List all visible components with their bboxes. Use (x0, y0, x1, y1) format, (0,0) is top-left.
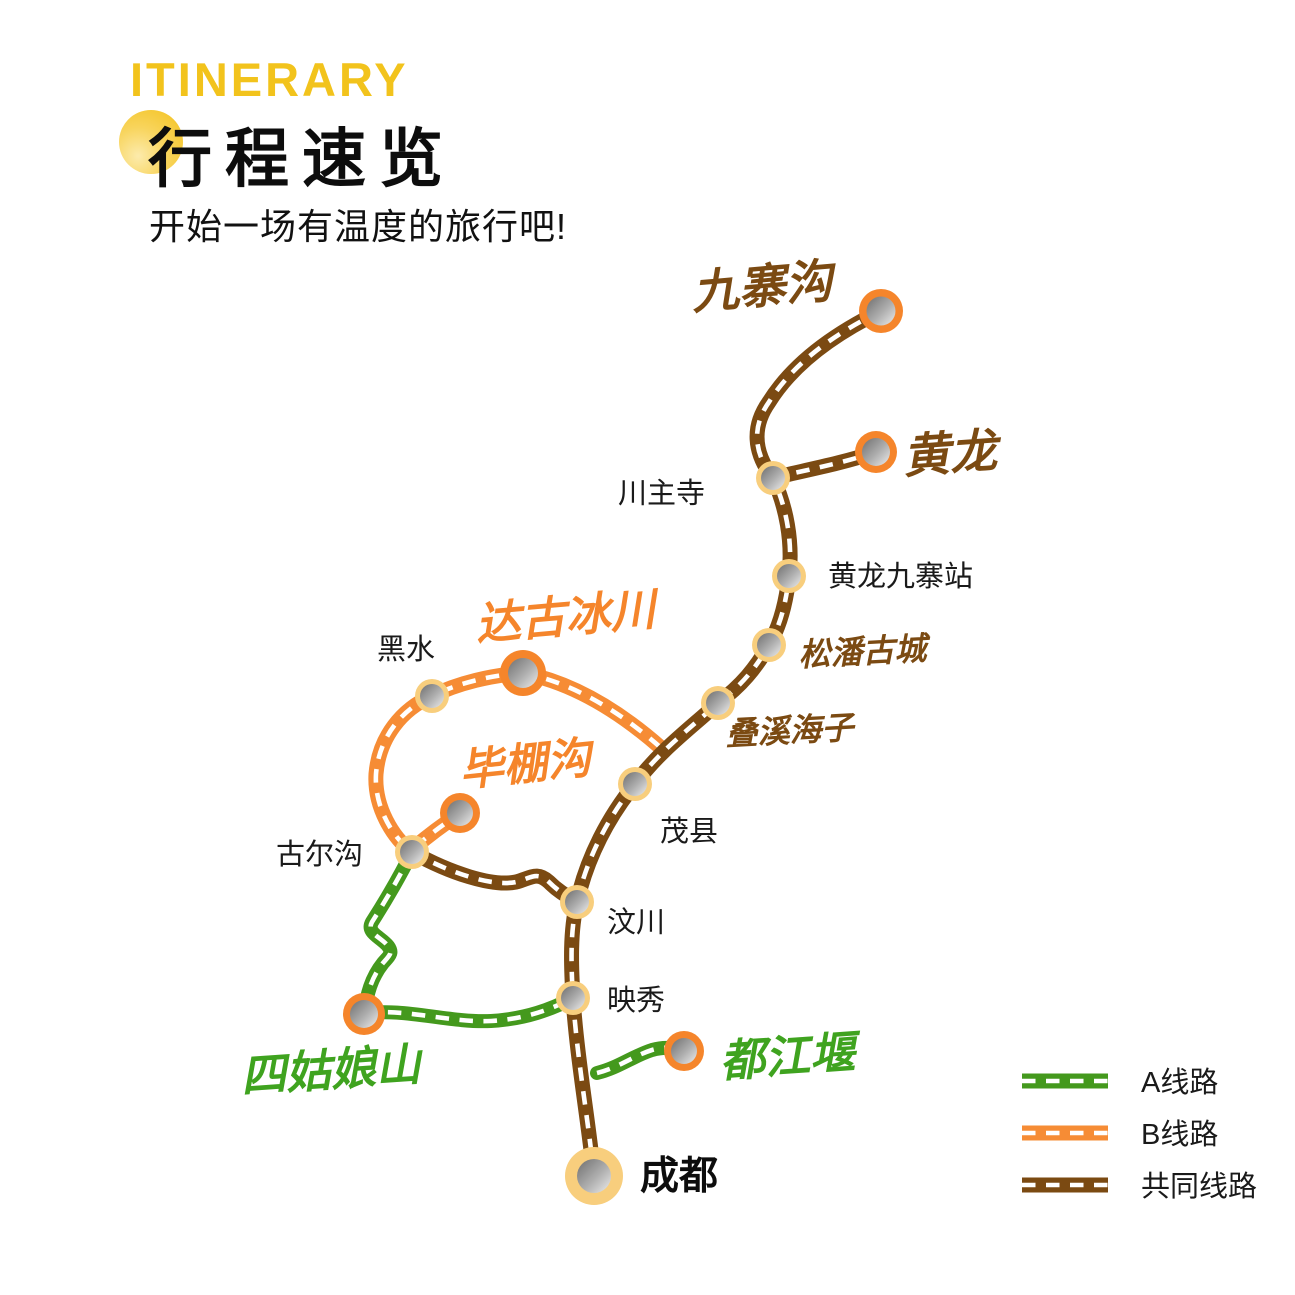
label-maoxian: 茂县 (660, 815, 718, 848)
label-siguniang: 四姑娘山 (239, 1038, 426, 1102)
road-maoxian-dagu (523, 673, 660, 747)
label-songpan: 松潘古城 (797, 630, 932, 673)
station-node-chengdu (565, 1147, 623, 1205)
label-bipenggou: 毕棚沟 (457, 733, 598, 796)
page-subtitle: 开始一场有温度的旅行吧! (149, 206, 568, 247)
label-diexi: 叠溪海子 (724, 709, 857, 752)
station-node-guergou (395, 835, 429, 869)
label-chuanzhusi: 川主寺 (618, 477, 705, 510)
sun-circle-decoration (119, 110, 183, 174)
label-yingxiu: 映秀 (607, 984, 665, 1017)
legend-label-route-a: A线路 (1141, 1066, 1218, 1099)
station-node-yingxiu (556, 981, 590, 1015)
kicker-text: ITINERARY (130, 53, 409, 106)
road-wenchuan-maoxian (577, 784, 635, 902)
label-dujiangyan: 都江堰 (718, 1026, 864, 1087)
station-node-bipenggou (440, 793, 480, 833)
station-node-dagu-glacier (500, 650, 546, 696)
station-node-wenchuan (560, 885, 594, 919)
station-node-heishui (415, 679, 449, 713)
legend: A线路 B线路 共同线路 (1022, 1066, 1257, 1203)
label-huanglong-jiuzhai-station: 黄龙九寨站 (828, 560, 973, 593)
road-guergou-siguniang (364, 852, 412, 1014)
station-node-songpan (752, 628, 786, 662)
label-jiuzhaigou: 九寨沟 (689, 253, 840, 319)
road-heishui-guergou (376, 696, 432, 852)
road-chengdu-wenchuan (572, 902, 594, 1176)
station-node-diexi (701, 686, 735, 720)
label-wenchuan: 汶川 (607, 906, 665, 939)
station-node-maoxian (618, 767, 652, 801)
road-maoxian-huanglongjiuzhai (635, 576, 789, 784)
road-guergou-wenchuan (412, 852, 577, 902)
stations (343, 289, 903, 1205)
station-node-jiuzhaigou (859, 289, 903, 333)
page-title: 行程速览 (148, 123, 456, 195)
station-node-chuanzhusi (756, 461, 790, 495)
legend-label-route-common: 共同线路 (1141, 1170, 1257, 1203)
label-guergou: 古尔沟 (276, 838, 363, 871)
label-dagu-glacier: 达古冰川 (473, 583, 662, 650)
label-huanglong: 黄龙 (901, 423, 1004, 483)
label-chengdu: 成都 (640, 1155, 718, 1198)
station-node-dujiangyan (664, 1031, 704, 1071)
station-node-huanglong (855, 431, 897, 473)
station-node-huanglong-jiuzhai-station (772, 559, 806, 593)
station-node-siguniang (343, 993, 385, 1035)
label-heishui: 黑水 (377, 633, 435, 666)
legend-label-route-b: B线路 (1141, 1118, 1218, 1151)
